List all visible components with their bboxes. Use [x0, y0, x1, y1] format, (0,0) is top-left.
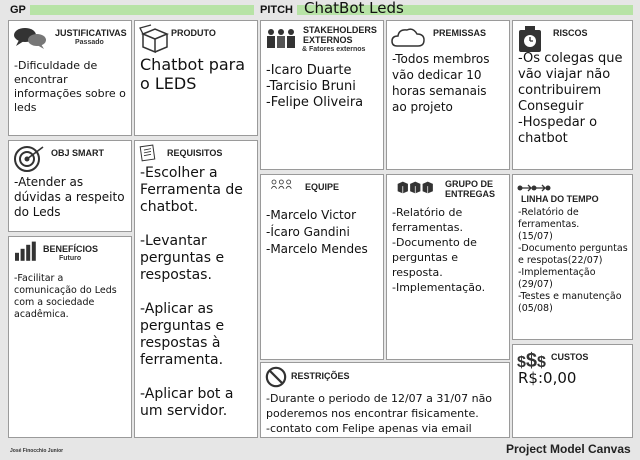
panel-label: REQUISITOS: [167, 148, 223, 158]
panel-text[interactable]: -Dificuldade de encontrar informações so…: [14, 59, 126, 114]
gp-label: GP: [10, 4, 26, 16]
panel-header: STAKEHOLDERS EXTERNOS & Fatores externos: [265, 24, 379, 58]
panel-header: OBJ SMART: [13, 144, 127, 178]
panel-restricoes[interactable]: RESTRIÇÕES -Durante o periodo de 12/07 a…: [260, 362, 510, 438]
panel-equipe[interactable]: EQUIPE -Marcelo Victor -Ícaro Gandini -M…: [260, 174, 384, 360]
panel-header: RISCOS: [517, 24, 628, 58]
panel-header: PREMISSAS: [391, 24, 505, 58]
panel-label: RESTRIÇÕES: [291, 371, 350, 381]
panel-label: PRODUTO: [171, 28, 216, 38]
panel-header: RESTRIÇÕES: [265, 366, 505, 400]
panel-text[interactable]: -Icaro Duarte -Tarcisio Bruni -Felipe Ol…: [266, 63, 364, 110]
prohibited-icon: [265, 366, 287, 388]
panel-text[interactable]: R$:0,00: [518, 369, 577, 387]
team-icon: [270, 179, 292, 189]
panel-header: PRODUTO: [139, 24, 253, 58]
panel-text[interactable]: -Escolher a Ferramenta de chatbot. -Leva…: [140, 165, 243, 419]
panel-label: RISCOS: [553, 28, 588, 38]
panel-header: EQUIPE: [265, 178, 379, 212]
panel-text[interactable]: -Todos membros vão dedicar 10 horas sema…: [392, 52, 490, 114]
panel-stakeholders[interactable]: STAKEHOLDERS EXTERNOS & Fatores externos…: [260, 20, 384, 170]
panel-label: PREMISSAS: [433, 28, 487, 38]
panel-label: JUSTIFICATIVAS: [55, 28, 127, 38]
people-icon: [267, 29, 295, 48]
speech-bubbles-icon: [14, 28, 46, 49]
panel-header: JUSTIFICATIVAS Passado: [13, 24, 127, 58]
checklist-icon: [139, 144, 156, 162]
panel-label: OBJ SMART: [51, 148, 105, 158]
panel-text[interactable]: -Atender as dúvidas a respeito do Leds: [14, 175, 125, 219]
cloud-icon: [391, 28, 425, 47]
panel-text[interactable]: Chatbot para o LEDS: [140, 55, 246, 93]
brand-label: Project Model Canvas: [506, 442, 631, 456]
panel-sub: Futuro: [59, 255, 82, 262]
panel-header: REQUISITOS: [139, 144, 253, 178]
panel-premissas[interactable]: PREMISSAS -Todos membros vão dedicar 10 …: [386, 20, 510, 170]
chart-icon: [15, 241, 36, 261]
panel-header: LINHA DO TEMPO: [517, 178, 628, 212]
panel-text[interactable]: -Relatório de ferramentas. (15/07) -Docu…: [518, 207, 628, 314]
panel-text[interactable]: -Durante o periodo de 12/07 a 31/07 não …: [266, 392, 493, 435]
panel-header: BENEFÍCIOS Futuro: [13, 240, 127, 274]
panel-label: STAKEHOLDERS EXTERNOS: [303, 25, 377, 45]
panel-custos[interactable]: $$$ CUSTOS R$:0,00: [512, 344, 633, 438]
panel-riscos[interactable]: RISCOS -Os colegas que vão viajar não co…: [512, 20, 633, 170]
bomb-icon: [519, 26, 541, 52]
panel-text[interactable]: -Relatório de ferramentas. -Documento de…: [392, 206, 486, 294]
gp-bar: [30, 5, 254, 15]
panel-justificativas[interactable]: JUSTIFICATIVAS Passado -Dificuldade de e…: [8, 20, 132, 136]
panel-text[interactable]: -Marcelo Victor -Ícaro Gandini -Marcelo …: [266, 208, 368, 256]
panel-requisitos[interactable]: REQUISITOS -Escolher a Ferramenta de cha…: [134, 140, 258, 438]
panel-text[interactable]: -Facilitar a comunicação do Leds com a s…: [14, 273, 117, 320]
panel-sub: Passado: [75, 39, 104, 46]
panel-sub: & Fatores externos: [302, 46, 366, 53]
boxes-icon: [397, 181, 433, 194]
panel-label: LINHA DO TEMPO: [521, 194, 599, 204]
target-icon: [14, 146, 44, 172]
author-credit: José Finocchio Junior: [10, 448, 64, 454]
panel-text[interactable]: -Os colegas que vão viajar não contribui…: [518, 51, 623, 146]
panel-grupo-entregas[interactable]: GRUPO DE ENTREGAS -Relatório de ferramen…: [386, 174, 510, 360]
dollar-icon: $$$: [517, 350, 546, 372]
pitch-bar: [297, 5, 633, 15]
pitch-label: PITCH: [260, 4, 293, 16]
timeline-icon: [517, 184, 551, 192]
panel-label: CUSTOS: [551, 352, 589, 362]
panel-header: GRUPO DE ENTREGAS: [391, 178, 505, 212]
panel-label: EQUIPE: [305, 182, 340, 192]
panel-label: BENEFÍCIOS: [43, 244, 99, 254]
panel-beneficios[interactable]: BENEFÍCIOS Futuro -Facilitar a comunicaç…: [8, 236, 132, 438]
panel-header: $$$ CUSTOS: [517, 348, 628, 382]
project-title[interactable]: ChatBot Leds: [304, 0, 404, 17]
panel-produto[interactable]: PRODUTO Chatbot para o LEDS: [134, 20, 258, 136]
panel-obj-smart[interactable]: OBJ SMART -Atender as dúvidas a respeito…: [8, 140, 132, 232]
panel-label: GRUPO DE ENTREGAS: [445, 179, 496, 199]
box-icon: [139, 24, 169, 54]
panel-linha-tempo[interactable]: LINHA DO TEMPO -Relatório de ferramentas…: [512, 174, 633, 340]
